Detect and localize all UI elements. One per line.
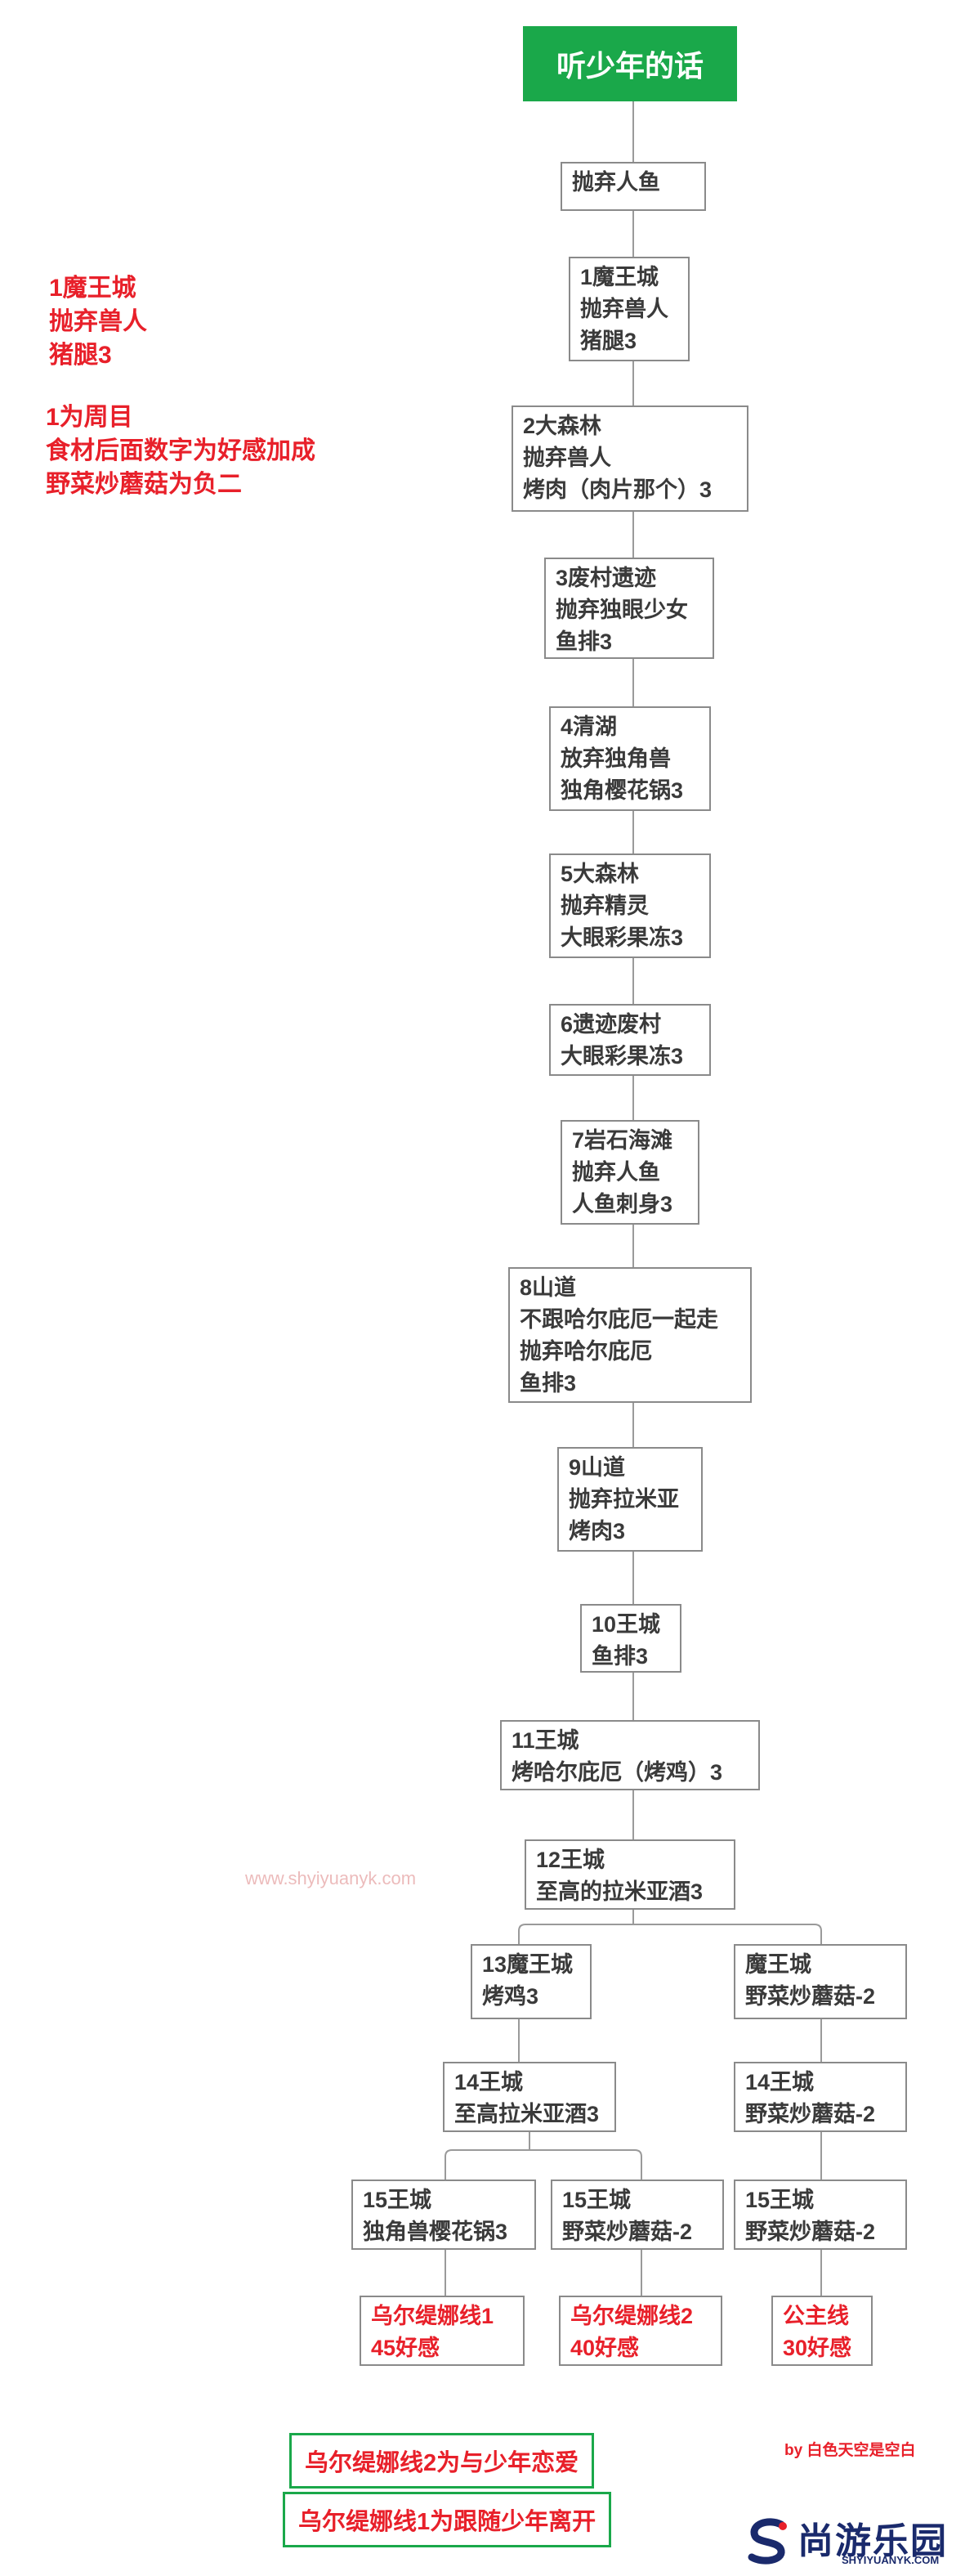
node-line: 1魔王城 xyxy=(580,265,659,289)
node-line: 独角樱花锅3 xyxy=(561,778,684,803)
node-line: 14王城 xyxy=(454,2070,524,2094)
node-step-14-right: 14王城 野菜炒蘑菇-2 xyxy=(734,2062,907,2132)
node-step-13-right: 魔王城 野菜炒蘑菇-2 xyxy=(734,1944,907,2019)
note-line: 抛弃兽人 xyxy=(49,308,147,335)
node-step-12: 12王城 至高的拉米亚酒3 xyxy=(525,1839,735,1910)
node-line: 鱼排3 xyxy=(592,1644,649,1669)
node-step-13-left: 13魔王城 烤鸡3 xyxy=(471,1944,592,2019)
node-line: 抛弃拉米亚 xyxy=(569,1487,679,1512)
note-line: 1魔王城 xyxy=(49,275,136,302)
node-step-3: 3废村遗迹 抛弃独眼少女 鱼排3 xyxy=(544,558,714,659)
node-line: 鱼排3 xyxy=(556,629,613,654)
node-step-2: 2大森林 抛弃兽人 烤肉（肉片那个）3 xyxy=(512,405,748,512)
node-line: 不跟哈尔庇厄一起走 xyxy=(520,1307,718,1332)
node-step-1: 1魔王城 抛弃兽人 猪腿3 xyxy=(569,257,690,361)
node-line: 5大森林 xyxy=(561,862,640,886)
ending-princess: 公主线 30好感 xyxy=(771,2296,873,2366)
node-line: 人鱼刺身3 xyxy=(572,1192,673,1216)
node-line: 10王城 xyxy=(592,1612,661,1637)
brand-s-icon xyxy=(748,2518,787,2565)
note-line: 猪腿3 xyxy=(49,342,112,369)
brand-url: SHYIYUANYK.COM xyxy=(842,2554,940,2566)
ending-line: 30好感 xyxy=(783,2336,852,2360)
node-line: 抛弃兽人 xyxy=(523,446,611,470)
node-line: 抛弃独眼少女 xyxy=(556,598,688,622)
node-step-4: 4清湖 放弃独角兽 独角樱花锅3 xyxy=(549,706,711,811)
node-line: 大眼彩果冻3 xyxy=(561,1044,684,1068)
node-line: 魔王城 xyxy=(745,1952,811,1977)
ending-line: 乌尔缇娜线1 xyxy=(371,2304,494,2328)
node-line: 独角兽樱花锅3 xyxy=(363,2220,508,2244)
page-title: 听少年的话 xyxy=(523,26,737,101)
legend-line-2: 乌尔缇娜线2为与少年恋爱 xyxy=(289,2433,595,2489)
watermark: www.shyiyuanyk.com xyxy=(245,1868,417,1888)
page-title-text: 听少年的话 xyxy=(556,49,704,83)
node-step-11: 11王城 烤哈尔庇厄（烤鸡）3 xyxy=(500,1720,760,1790)
ending-ultina-1: 乌尔缇娜线1 45好感 xyxy=(360,2296,525,2366)
node-step-6: 6遗迹废村 大眼彩果冻3 xyxy=(549,1004,711,1076)
node-line: 13魔王城 xyxy=(482,1952,574,1977)
node-step-15-c: 15王城 野菜炒蘑菇-2 xyxy=(734,2180,907,2250)
node-line: 鱼排3 xyxy=(520,1371,577,1396)
node-step-15-b: 15王城 野菜炒蘑菇-2 xyxy=(551,2180,724,2250)
ending-ultina-2: 乌尔缇娜线2 40好感 xyxy=(559,2296,722,2366)
node-line: 15王城 xyxy=(562,2188,632,2212)
ending-line: 45好感 xyxy=(371,2336,440,2360)
node-line: 烤肉3 xyxy=(569,1519,626,1543)
note-chapter-1: 1魔王城 抛弃兽人 猪腿3 xyxy=(49,271,147,372)
ending-line: 40好感 xyxy=(570,2336,640,2360)
node-line: 3废村遗迹 xyxy=(556,566,657,590)
node-line: 野菜炒蘑菇-2 xyxy=(745,2102,876,2126)
note-line: 1为周目 xyxy=(46,404,133,431)
node-line: 烤鸡3 xyxy=(482,1984,539,2009)
node-line: 抛弃哈尔庇厄 xyxy=(520,1339,652,1364)
author-credit: by 白色天空是空白 xyxy=(784,2442,916,2459)
node-start: 抛弃人鱼 xyxy=(561,162,706,211)
brand-logo: 尚游乐园 SHYIYUANYK.COM xyxy=(744,2511,969,2570)
node-step-5: 5大森林 抛弃精灵 大眼彩果冻3 xyxy=(549,853,711,958)
node-line: 至高拉米亚酒3 xyxy=(454,2102,600,2126)
node-line: 6遗迹废村 xyxy=(561,1012,662,1037)
note-explanation: 1为周目 食材后面数字为好感加成 野菜炒蘑菇为负二 xyxy=(46,401,315,501)
node-line: 猪腿3 xyxy=(580,329,637,353)
node-line: 野菜炒蘑菇-2 xyxy=(745,1984,876,2009)
node-line: 烤哈尔庇厄（烤鸡）3 xyxy=(512,1760,723,1785)
node-line: 15王城 xyxy=(745,2188,815,2212)
node-step-14-left: 14王城 至高拉米亚酒3 xyxy=(443,2062,616,2132)
node-line: 4清湖 xyxy=(561,715,618,739)
ending-line: 乌尔缇娜线2 xyxy=(570,2304,694,2328)
node-line: 抛弃兽人 xyxy=(580,297,668,321)
node-line: 抛弃精灵 xyxy=(561,894,649,918)
ending-line: 公主线 xyxy=(783,2304,849,2328)
node-step-8: 8山道 不跟哈尔庇厄一起走 抛弃哈尔庇厄 鱼排3 xyxy=(508,1267,752,1403)
node-line: 野菜炒蘑菇-2 xyxy=(745,2220,876,2244)
node-line: 14王城 xyxy=(745,2070,815,2094)
node-line: 11王城 xyxy=(512,1728,579,1753)
node-step-10: 10王城 鱼排3 xyxy=(580,1604,681,1673)
node-step-15-a: 15王城 独角兽樱花锅3 xyxy=(351,2180,536,2250)
node-line: 15王城 xyxy=(363,2188,432,2212)
node-line: 至高的拉米亚酒3 xyxy=(536,1879,704,1904)
node-line: 2大森林 xyxy=(523,414,602,438)
node-line: 放弃独角兽 xyxy=(561,746,671,771)
legend-line-1: 乌尔缇娜线1为跟随少年离开 xyxy=(283,2492,612,2547)
node-line: 12王城 xyxy=(536,1848,605,1872)
node-line: 8山道 xyxy=(520,1275,577,1300)
node-line: 抛弃人鱼 xyxy=(572,1160,660,1185)
note-line: 野菜炒蘑菇为负二 xyxy=(46,471,242,498)
node-line: 烤肉（肉片那个）3 xyxy=(523,477,713,502)
node-line: 大眼彩果冻3 xyxy=(561,925,684,950)
node-line: 野菜炒蘑菇-2 xyxy=(562,2220,693,2244)
node-line: 7岩石海滩 xyxy=(572,1128,673,1153)
node-line: 抛弃人鱼 xyxy=(572,170,660,195)
node-step-7: 7岩石海滩 抛弃人鱼 人鱼刺身3 xyxy=(561,1120,699,1225)
node-step-9: 9山道 抛弃拉米亚 烤肉3 xyxy=(557,1447,703,1552)
note-line: 食材后面数字为好感加成 xyxy=(46,437,315,464)
node-line: 9山道 xyxy=(569,1455,626,1480)
brand-name: 尚游乐园 xyxy=(798,2521,948,2561)
